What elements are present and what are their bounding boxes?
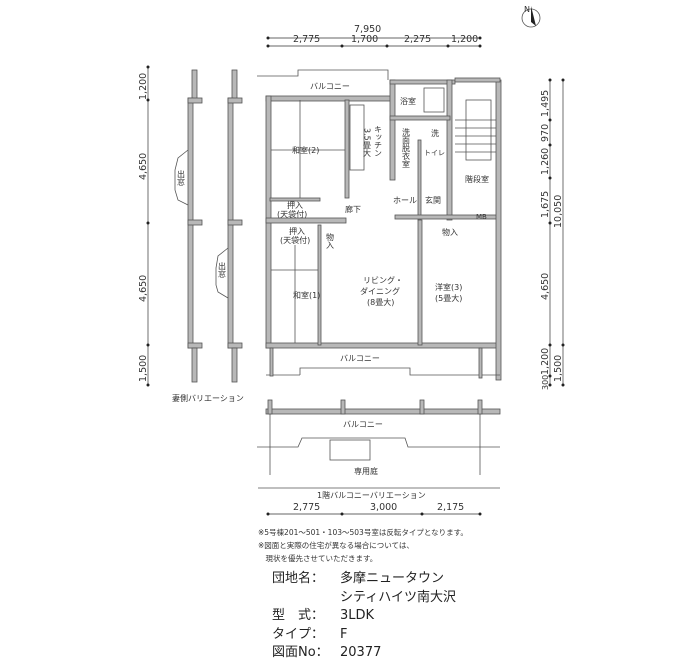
drawing-label: 図面No： [272,645,329,660]
label-oshiire-2: 押入 [289,226,305,236]
dim-right-6: 1,200 [540,348,551,375]
label-balcony-top: バルコニー [310,82,350,91]
label-storage-2: 物入 [442,227,458,237]
note-2: ※図面と実際の住宅が異なる場合については、 [258,541,414,550]
subtype-value: F [340,626,348,642]
type-label: 型 式： [272,608,325,623]
label-bath: 浴室 [400,96,416,106]
estate-name-1: 多摩ニュータウン [340,571,445,586]
dim-right-4: 1,675 [540,191,551,218]
label-corridor: 廊下 [345,204,361,214]
estate-name-2: シティハイツ南大沢 [340,589,456,605]
dim-right-3: 1,260 [540,148,551,175]
label-storage-1: 物入 [326,232,335,249]
dim-bottom-3: 2,175 [437,502,464,513]
dim-left-1: 1,200 [138,73,149,100]
dim-right-2: 970 [540,124,551,142]
note-1: ※5号棟201～501・103～503号室は反転タイプとなります。 [258,528,468,537]
left-dimensions: 1,200 4,650 4,650 1,500 [138,65,150,387]
dim-top-3: 2,275 [404,34,431,45]
label-ground-variation: 1階バルコニーバリエーション [317,490,426,500]
dim-right-1: 1,495 [540,90,551,117]
dim-top-1: 2,775 [293,34,320,45]
label-toilet: トイレ [424,149,445,157]
subtype-label: タイプ： [272,626,325,642]
dim-left-2: 4,650 [138,153,149,180]
right-dimensions: 1,495 970 1,260 1,675 4,650 1,200 300 10… [540,78,565,390]
label-washitsu-1: 和室(1) [293,290,320,300]
drawing-number: 20377 [340,645,382,660]
label-youshitsu: 洋室(3) [435,282,462,292]
dim-top-total: 7,950 [354,24,381,35]
dim-right-5: 4,650 [540,273,551,300]
label-oshiire-1-sub: (天袋付) [277,209,307,219]
dim-top-4: 1,200 [451,34,478,45]
top-dimensions: 7,950 2,775 1,700 2,275 1,200 [266,24,482,48]
dim-bottom-2: 3,000 [370,502,397,513]
north-arrow-icon: N [521,5,541,28]
side-variation-label: 妻側バリエーション [172,393,244,403]
label-living-1: リビング・ [363,275,403,285]
ground-balcony-variation: バルコニー 専用庭 1階バルコニーバリエーション 2,775 3,000 2,1… [257,399,501,516]
dim-left-4: 1,500 [138,355,149,382]
label-youshitsu-size: (5畳大) [435,293,462,303]
label-mb: MB [476,213,487,221]
dim-right-balcony: 1,500 [553,355,564,382]
estate-label: 団地名： [272,571,325,586]
note-3: 現状を優先させていただきます。 [258,554,378,563]
dim-top-2: 1,700 [351,34,378,45]
label-oshiire-1: 押入 [287,200,303,210]
label-kitchen-size: 3.5畳大 [363,128,372,158]
dim-bottom-1: 2,775 [293,502,320,513]
label-ground-balcony: バルコニー [343,420,383,429]
label-balcony-bottom: バルコニー [340,354,380,363]
label-living-3: (8畳大) [367,297,394,307]
type-value: 3LDK [340,608,375,623]
label-living-2: ダイニング [360,286,400,296]
label-hall: ホール [393,196,417,205]
unit-plan [257,69,502,381]
label-kitchen: キッチン [374,125,383,157]
room-labels: バルコニー 浴室 洗 3.5畳大 キッチン 洗面脱衣室 トイレ 和室(2) 階段… [277,82,489,363]
dim-right-total: 10,050 [553,195,564,228]
dim-right-7: 300 [541,375,550,390]
dim-left-3: 4,650 [138,275,149,302]
label-private-garden: 専用庭 [354,466,378,476]
label-oshiire-2-sub: (天袋付) [280,235,310,245]
side-variation-2: 出窓 [215,69,243,383]
label-washroom: 洗面脱衣室 [402,127,411,168]
north-label: N [524,5,530,14]
label-stairs: 階段室 [465,174,489,184]
side-variation-1: 出窓 [174,69,203,383]
label-washer: 洗 [431,128,439,138]
label-entrance: 玄関 [425,195,441,205]
property-info: 団地名： 多摩ニュータウン シティハイツ南大沢 型 式： 3LDK タイプ： F 図面… [272,570,456,663]
label-washitsu-2: 和室(2) [292,145,319,155]
bay-window-label-1: 出窓 [177,169,186,186]
notes: ※5号棟201～501・103～503号室は反転タイプとなります。 ※図面と実際… [258,526,468,565]
bay-window-label-2: 出窓 [218,261,227,278]
